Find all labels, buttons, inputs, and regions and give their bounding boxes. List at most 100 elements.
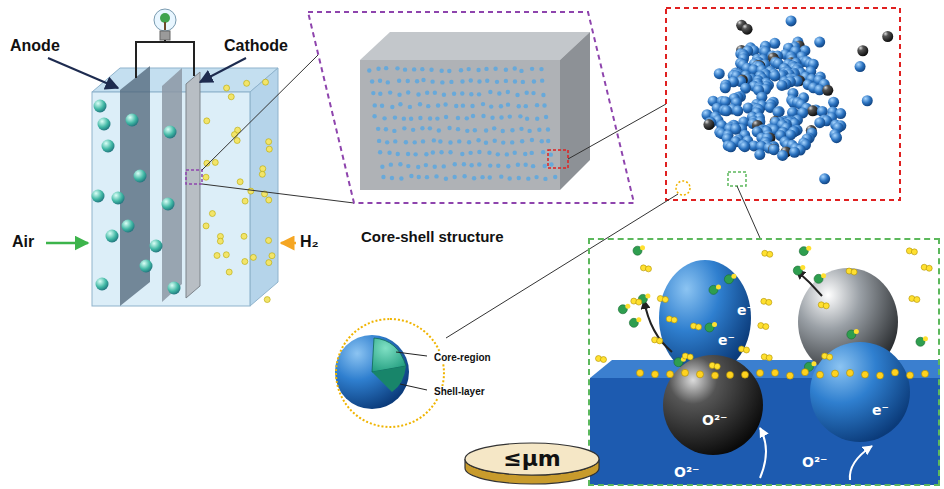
grain <box>387 151 391 155</box>
oxygen-particle <box>94 100 107 113</box>
grain <box>524 104 528 108</box>
molecule <box>818 302 829 309</box>
molecule <box>847 329 859 339</box>
zoom-frame <box>308 12 634 203</box>
grain <box>721 105 732 116</box>
grain <box>819 173 830 184</box>
air-flow-arrow <box>46 242 88 245</box>
molecule <box>657 296 668 303</box>
grain <box>386 80 390 84</box>
molecule <box>922 370 929 377</box>
grain <box>411 128 415 132</box>
grain <box>380 165 384 169</box>
molecule <box>817 371 824 378</box>
molecule <box>682 369 689 376</box>
grain <box>540 139 544 143</box>
grain <box>546 139 550 143</box>
grain <box>742 24 753 35</box>
hydrogen-particle <box>203 223 209 229</box>
grain <box>862 95 873 106</box>
molecule <box>921 264 932 271</box>
grain <box>480 175 484 179</box>
electrode-label: Anode <box>10 36 60 55</box>
grain <box>488 175 492 179</box>
hydrogen-particle <box>242 198 248 204</box>
grain <box>371 91 375 95</box>
grain <box>517 176 521 180</box>
grain <box>510 140 514 144</box>
grain <box>530 151 534 155</box>
grain <box>388 90 392 94</box>
part-label: Shell-layer <box>432 386 487 398</box>
grain <box>449 80 453 84</box>
grain <box>424 152 428 156</box>
grain <box>426 104 430 108</box>
grain <box>714 68 725 79</box>
grain <box>481 114 485 118</box>
molecule <box>697 371 704 378</box>
hydrogen-particle <box>242 259 248 265</box>
grain <box>416 165 420 169</box>
grain <box>469 92 473 96</box>
grain <box>477 162 481 166</box>
hydrogen-particle <box>244 80 250 86</box>
grain <box>477 92 481 96</box>
grain <box>768 144 779 155</box>
grain <box>524 91 528 95</box>
scale-disk: ≤μm <box>462 440 602 486</box>
molecule <box>652 371 659 378</box>
grain <box>489 104 493 108</box>
molecule <box>761 298 772 305</box>
grain <box>539 67 543 71</box>
oxygen-particle <box>164 126 177 139</box>
molecule <box>667 371 674 378</box>
grain <box>507 176 511 180</box>
grain <box>857 45 868 56</box>
zoom-line <box>202 55 318 170</box>
grain <box>467 140 471 144</box>
grain <box>501 129 505 133</box>
grain <box>541 93 545 97</box>
hydrogen-particle <box>264 297 270 303</box>
grain <box>460 91 464 95</box>
grain <box>542 103 546 107</box>
grain <box>814 37 825 48</box>
molecule <box>906 248 917 255</box>
grain <box>496 152 500 156</box>
hydrogen-particle <box>228 94 234 100</box>
grain <box>506 102 510 106</box>
grain <box>421 78 425 82</box>
grain <box>384 66 388 70</box>
grain <box>469 163 473 167</box>
molecule <box>822 353 833 360</box>
grain <box>484 67 488 71</box>
molecule <box>705 322 717 332</box>
grain <box>540 78 544 82</box>
grain <box>543 164 547 168</box>
grain <box>473 128 477 132</box>
hydrogen-particle <box>259 171 265 177</box>
grain <box>523 163 527 167</box>
grain <box>776 80 787 91</box>
grain <box>544 115 548 119</box>
zoom-line <box>568 104 666 159</box>
grain <box>378 150 382 154</box>
grain <box>549 162 553 166</box>
molecule <box>712 372 719 379</box>
grain <box>519 127 523 131</box>
molecule <box>691 323 702 330</box>
grain <box>428 116 432 120</box>
oxygen-particle <box>122 220 135 233</box>
molecule <box>761 354 772 361</box>
hydrogen-particle <box>224 85 230 91</box>
grain <box>425 91 429 95</box>
grain <box>452 91 456 95</box>
oxygen-particle <box>162 198 175 211</box>
grain <box>541 150 545 154</box>
grain <box>807 105 818 116</box>
grain <box>434 174 438 178</box>
molecule <box>633 245 645 255</box>
molecule <box>709 284 721 294</box>
ion-label: O²⁻ <box>702 412 727 429</box>
grain <box>433 91 437 95</box>
